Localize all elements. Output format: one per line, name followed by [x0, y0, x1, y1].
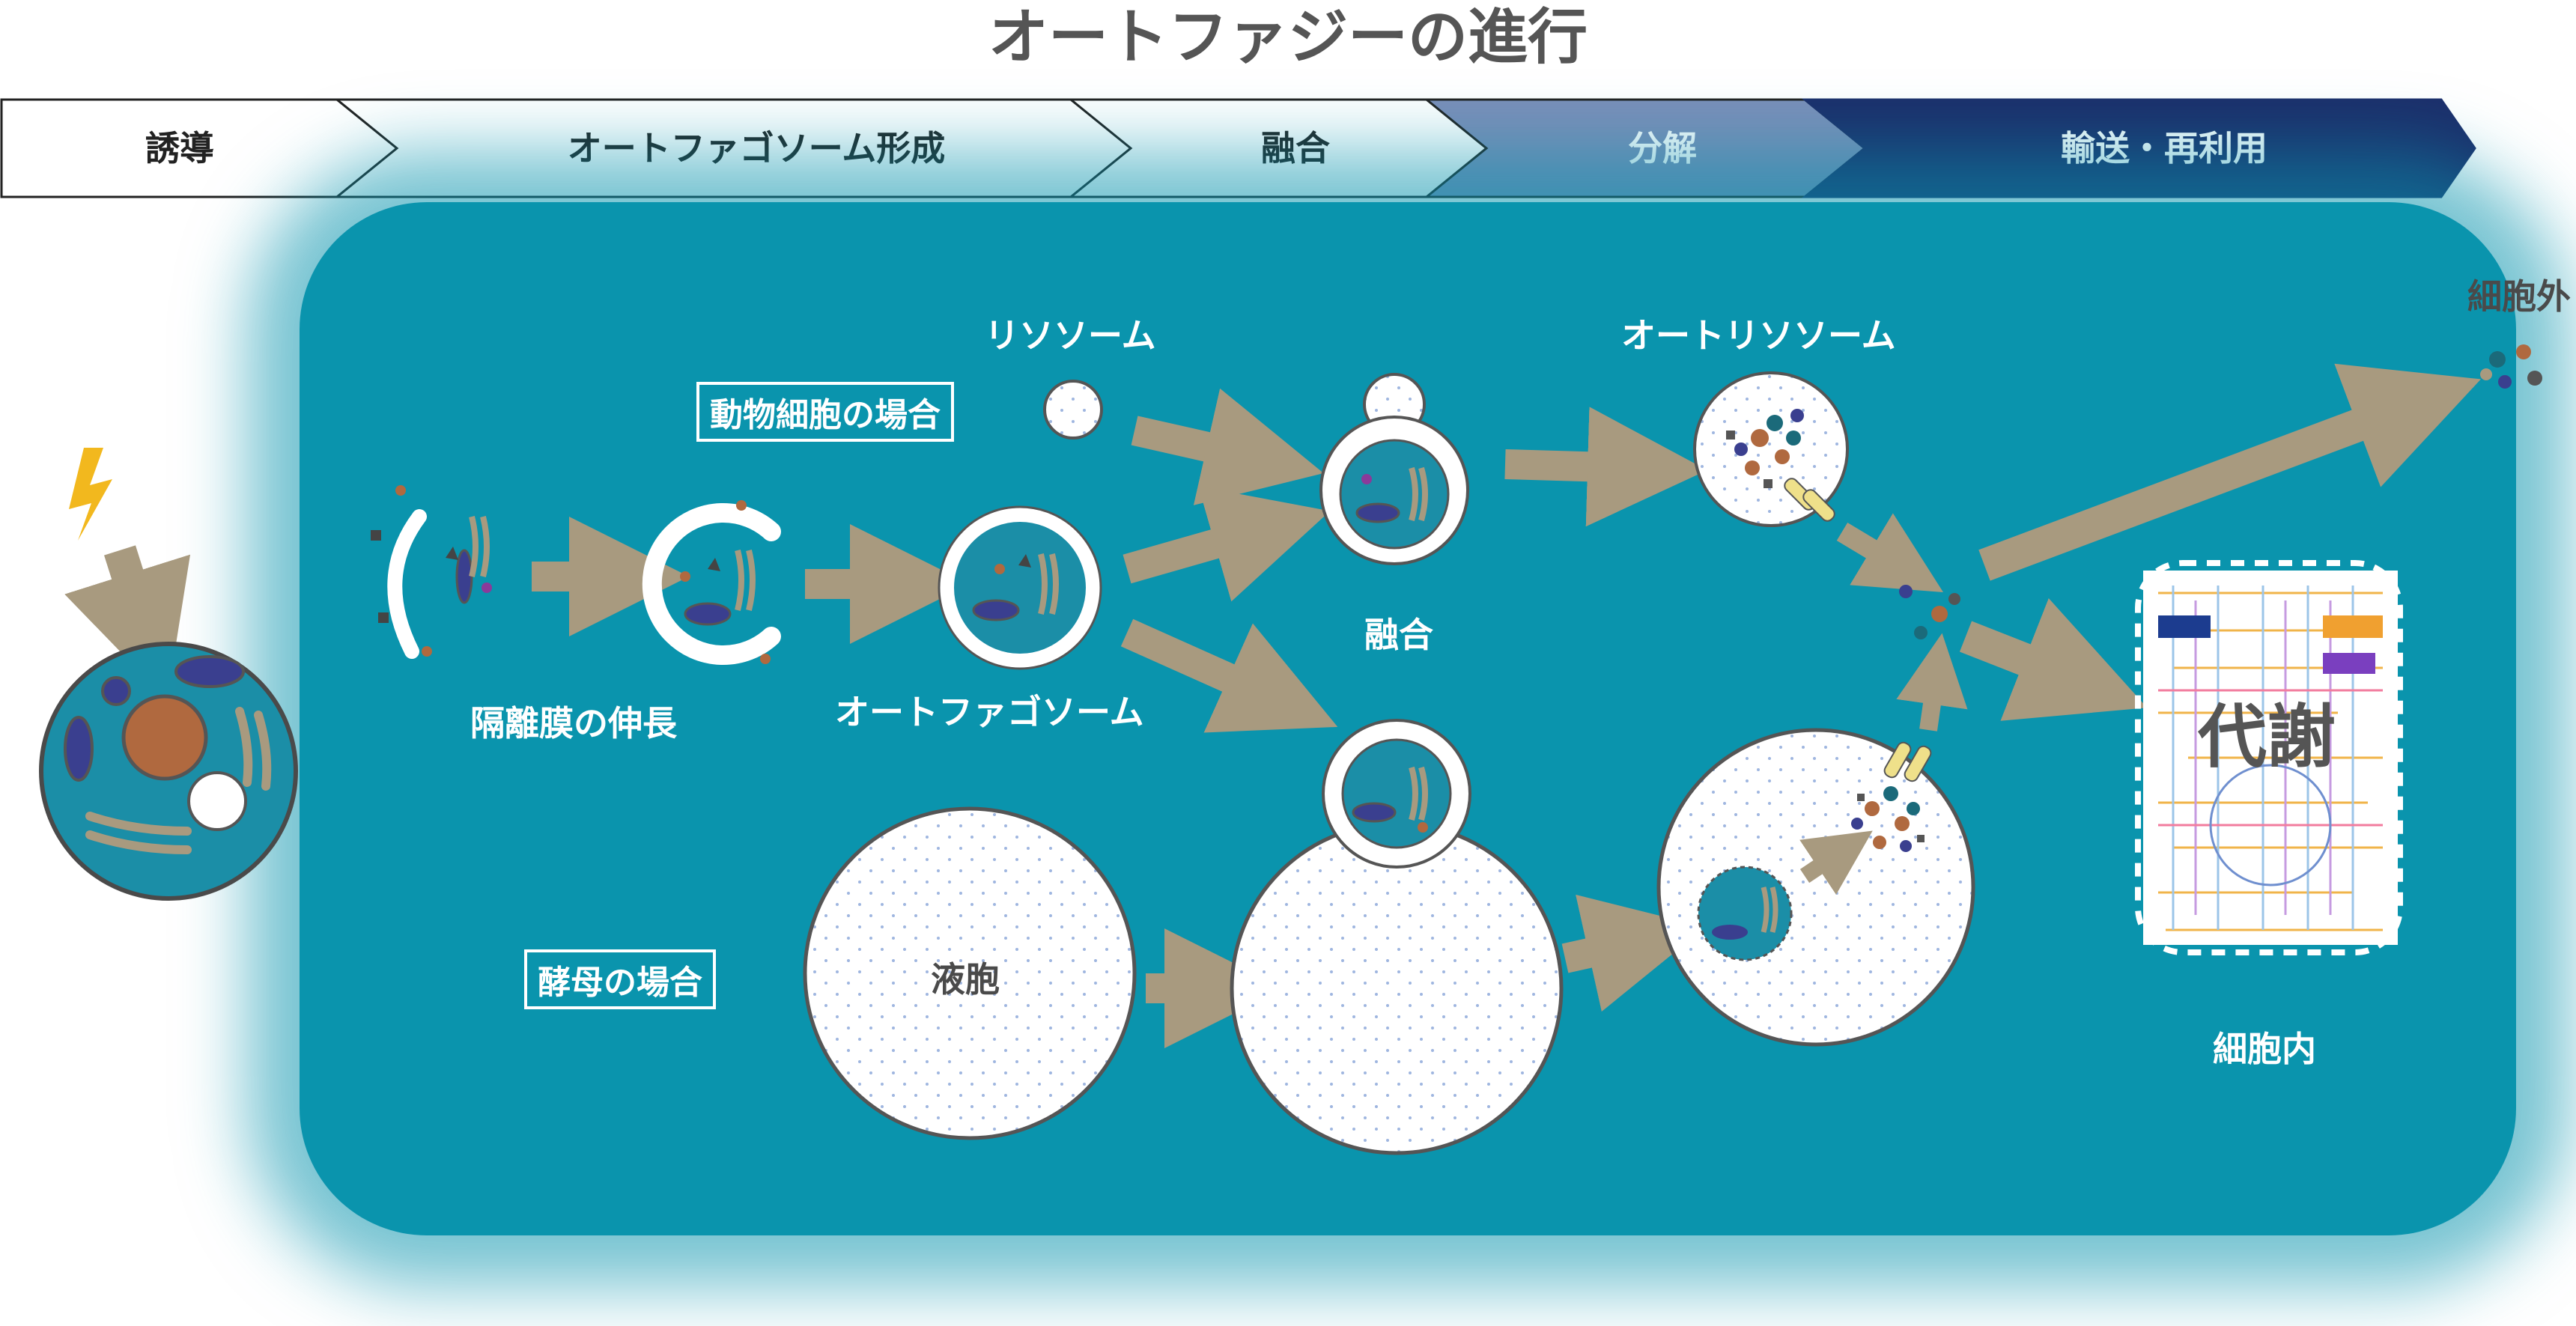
mitochondria-icon: [64, 716, 94, 782]
transporter-icon: [1784, 478, 1835, 522]
yeast-case-label: 酵母の場合: [524, 949, 716, 1009]
stage-label-fusion: 融合: [1261, 128, 1330, 168]
autolysosome-label: オートリソソーム: [1621, 315, 1896, 356]
induction-arrow: [64, 545, 191, 700]
mitochondria-icon: [174, 655, 245, 688]
nucleus-icon: [121, 694, 208, 781]
fusion-yeast-icon: [1230, 719, 1564, 1155]
fusion-label: 融合: [1364, 615, 1433, 655]
stage-arrow-recycling: [1801, 98, 2476, 198]
arrow-autophagosome-to-fusion: [1123, 486, 1331, 602]
arrow-yeast-to-degradation: [1561, 894, 1706, 1012]
lysosome-label: リソソーム: [985, 315, 1156, 356]
intracellular-label: 細胞内: [2213, 1029, 2316, 1069]
metabolism-label: 代謝: [2198, 697, 2336, 777]
stage-progress-bar: [0, 98, 2476, 198]
autolysosome-icon: [1693, 371, 1849, 527]
isolation-membrane-label: 隔離膜の伸長: [470, 703, 677, 743]
arrow-to-intracellular: [1959, 597, 2148, 721]
stage-label-recycling: 輸送・再利用: [2061, 128, 2267, 168]
vacuole-small-icon: [187, 771, 247, 831]
extracellular-label: 細胞外: [2467, 276, 2571, 317]
cell-icon: [39, 642, 298, 901]
arrow-lysosome-to-fusion: [1131, 388, 1324, 505]
yeast-degradation-icon: [1656, 633, 1975, 1047]
metabolism-map: [2143, 571, 2398, 945]
arrow-autophagosome-to-yeast: [1120, 618, 1338, 733]
vacuole-label: 液胞: [931, 959, 1000, 1000]
arrow-fusion-to-autolysosome: [1504, 407, 1707, 527]
stage-label-induction: 誘導: [145, 128, 214, 168]
lysosome-icon: [1043, 380, 1103, 440]
autophagosome-icon: [938, 505, 1102, 670]
arrow-to-extracellular: [1978, 363, 2481, 581]
phagophore-icon: [642, 500, 781, 665]
lightning-icon: [69, 448, 112, 541]
extracellular-products-icon: [2480, 344, 2542, 389]
animal-case-label: 動物細胞の場合: [696, 382, 954, 442]
isolation-membrane-icon: [371, 485, 492, 659]
autophagosome-label: オートファゴソーム: [835, 692, 1144, 732]
stage-label-formation: オートファゴソーム形成: [567, 128, 946, 168]
page-title: オートファジーの進行: [988, 2, 1588, 72]
vacuole-icon: [803, 806, 1137, 1140]
arrow-autolysosome-to-products: [1836, 513, 1944, 593]
stage-label-degradation: 分解: [1628, 128, 1697, 168]
transporter-icon: [1883, 741, 1932, 782]
golgi-icon: [85, 707, 272, 854]
fusion-animal-icon: [1319, 373, 1469, 565]
